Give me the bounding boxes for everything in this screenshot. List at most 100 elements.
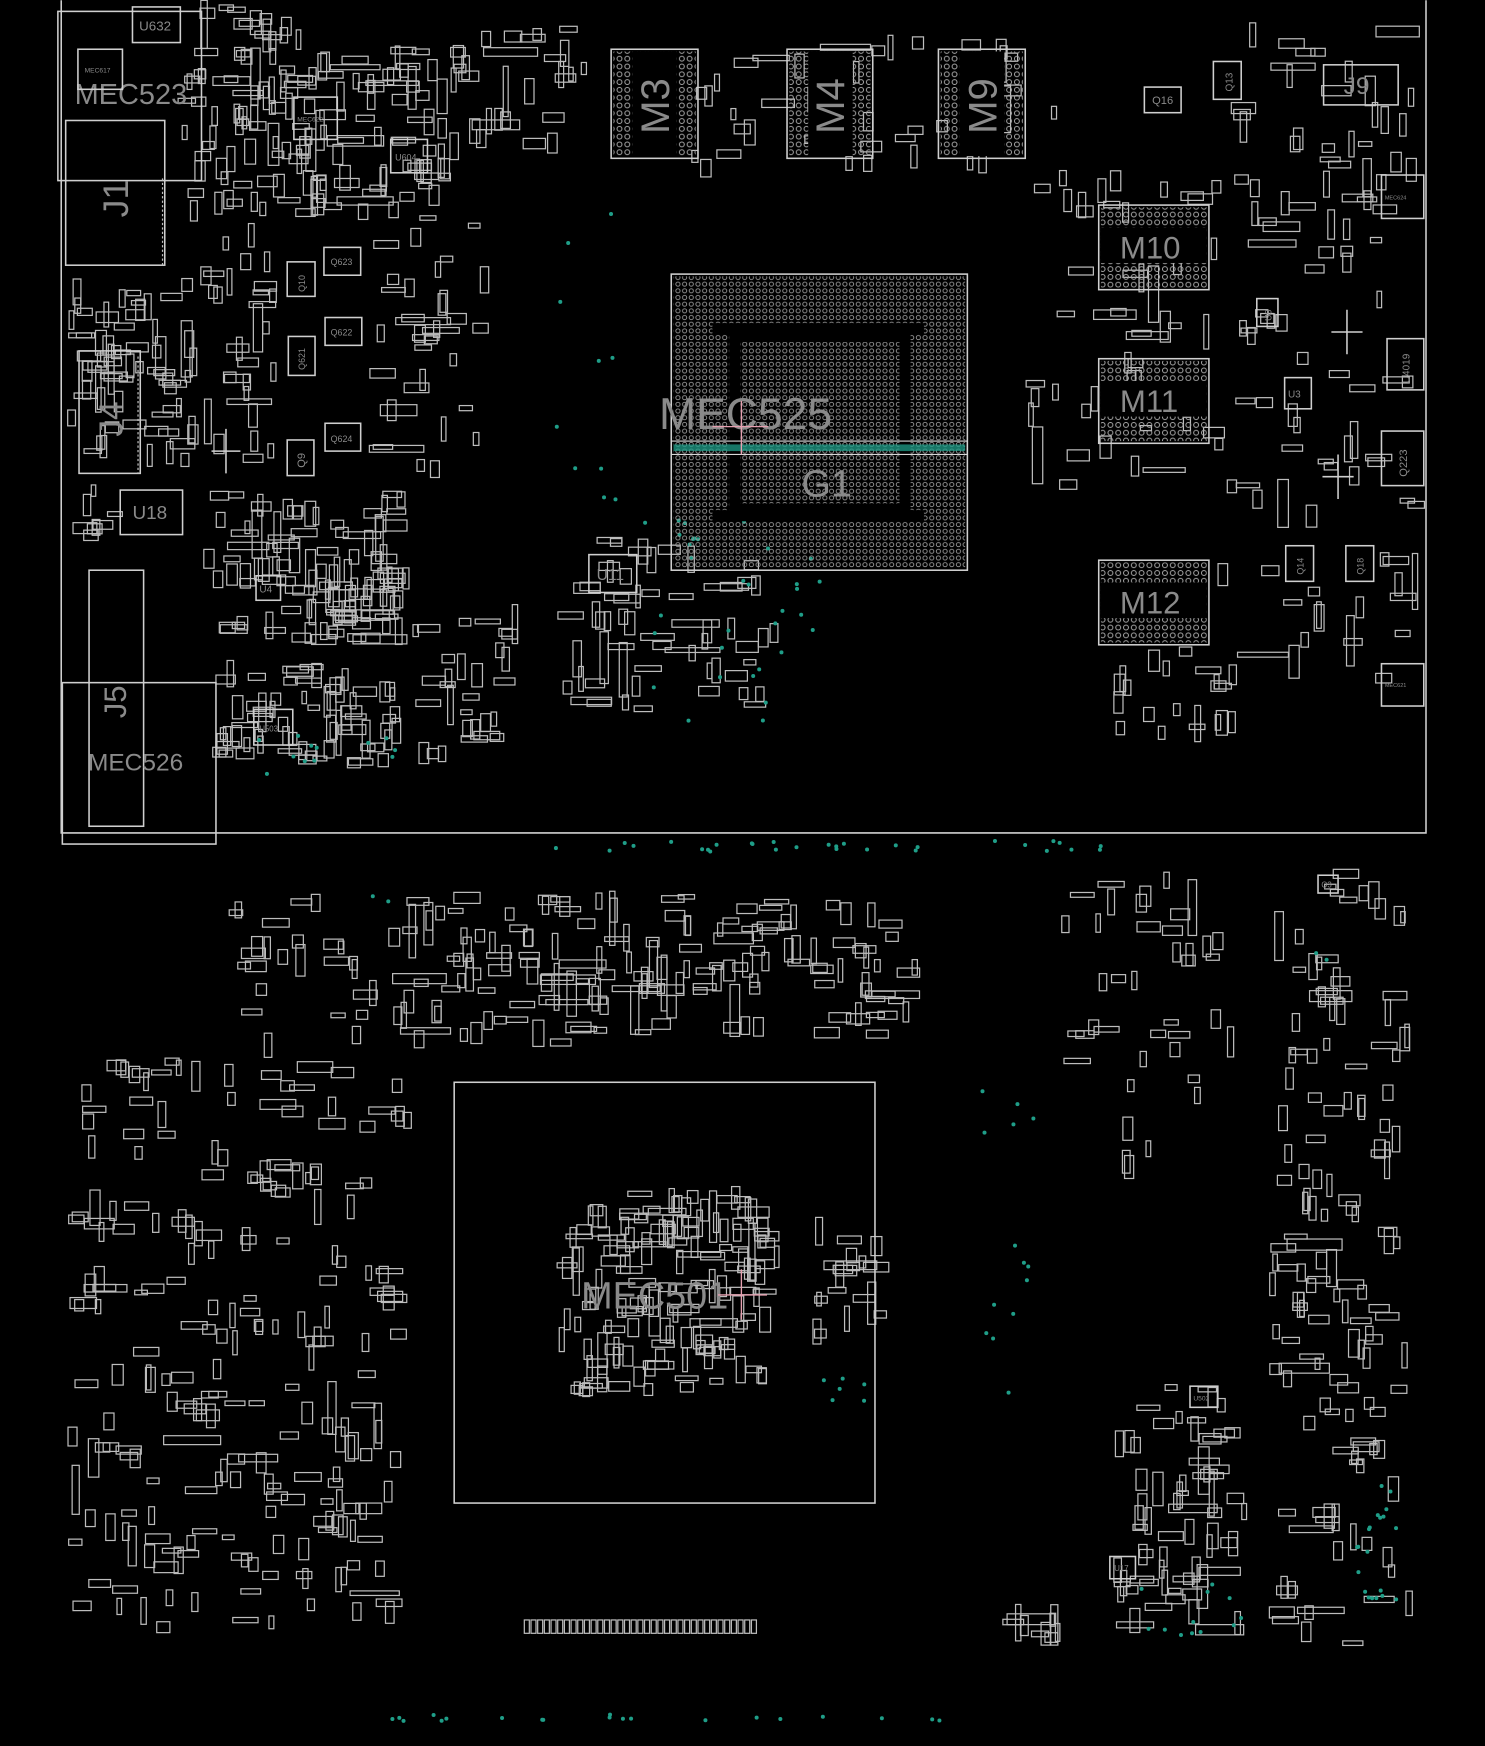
smd-pad (328, 628, 345, 638)
smd-pad (634, 665, 662, 673)
component-mec526[interactable]: MEC526 (61, 681, 217, 845)
smd-pad (449, 353, 458, 367)
component-mec621[interactable]: MEC621 (1380, 662, 1425, 707)
component-q621[interactable]: Q621 (287, 335, 316, 377)
smd-pad (1284, 1144, 1293, 1163)
test-point (1026, 1264, 1031, 1269)
smd-pad (1343, 637, 1363, 646)
smd-pad (218, 621, 236, 634)
component-mec523[interactable]: MEC523 (57, 10, 203, 182)
component-u11[interactable]: U11 (588, 553, 638, 594)
component-u632[interactable]: U632 (131, 6, 182, 44)
component-mec617[interactable]: MEC617 (77, 48, 124, 91)
component-q9[interactable]: Q9 (286, 439, 315, 477)
component-m12[interactable]: M12 (1097, 559, 1210, 646)
smd-pad (363, 529, 374, 557)
component-label: J1 (96, 180, 136, 218)
smd-pad (550, 895, 571, 903)
component-m11[interactable]: M11 (1097, 357, 1210, 445)
test-point (810, 627, 815, 632)
component-mec525[interactable]: MEC525 G1 (659, 273, 969, 571)
smd-pad (1202, 1435, 1228, 1443)
smd-pad (383, 1480, 393, 1503)
component-u4019[interactable]: U4019 (1386, 337, 1425, 391)
smd-pad (1182, 1588, 1203, 1601)
smd-pad (186, 73, 193, 91)
component-q18[interactable]: Q18 (1345, 544, 1375, 583)
component-q16[interactable]: Q16 (1143, 86, 1182, 114)
smd-pad (379, 572, 406, 584)
smd-pad (250, 191, 258, 212)
smd-pad (248, 1557, 259, 1572)
smd-pad (732, 1246, 749, 1253)
test-point (1367, 1527, 1372, 1532)
test-point (718, 675, 723, 680)
smd-pad (1303, 1187, 1311, 1212)
smd-pad (671, 619, 720, 628)
component-mec501[interactable]: MEC501 (453, 1081, 876, 1504)
test-point (607, 848, 612, 853)
smd-pad (682, 1216, 700, 1227)
component-label: Q14 (1296, 558, 1306, 575)
component-u3[interactable]: U3 (1283, 376, 1313, 410)
smd-pad (338, 724, 353, 736)
test-point (554, 424, 559, 429)
component-u17[interactable]: U17 (1109, 1555, 1137, 1580)
connector-pad (623, 1619, 631, 1634)
component-u9[interactable]: U9 (1256, 297, 1279, 328)
smd-pad (716, 149, 742, 159)
smd-pad (1296, 1263, 1306, 1282)
test-point (754, 1715, 759, 1720)
smd-pad (1019, 1614, 1029, 1637)
smd-pad (887, 34, 894, 61)
component-m4[interactable]: M4 (786, 48, 874, 160)
smd-pad (277, 197, 301, 204)
component-u18[interactable]: U18 (119, 489, 184, 536)
component-m9[interactable]: M9 (937, 48, 1027, 160)
smd-pad (724, 670, 749, 682)
smd-pad (1300, 631, 1310, 648)
component-u604[interactable]: U604 (389, 138, 429, 174)
smd-pad (1095, 913, 1102, 933)
test-point (865, 847, 870, 852)
smd-pad (327, 586, 340, 608)
smd-pad (237, 961, 252, 970)
smd-pad (1088, 1019, 1100, 1036)
smd-pad (368, 1106, 396, 1115)
smd-pad (419, 368, 426, 392)
component-j1[interactable]: J1 (64, 119, 166, 266)
component-j4[interactable]: J4 (78, 350, 142, 475)
component-q14[interactable]: Q14 (1284, 544, 1315, 583)
smd-pad (1304, 264, 1325, 274)
component-j5[interactable]: J5 (88, 569, 145, 828)
component-q3[interactable]: Q3 (1317, 874, 1339, 894)
component-mec624[interactable]: MEC624 (1380, 174, 1425, 220)
smd-pad (1025, 379, 1046, 388)
component-u502[interactable]: U502 (1189, 1385, 1219, 1409)
component-label: M12 (1120, 586, 1181, 621)
connector-pad (717, 1619, 724, 1634)
component-label: M10 (1120, 231, 1181, 266)
component-q624[interactable]: Q624 (324, 422, 362, 452)
component-label: M9 (961, 78, 1005, 134)
component-m10[interactable]: M10 (1097, 204, 1210, 291)
component-q10[interactable]: Q10 (286, 261, 316, 298)
smd-pad (212, 76, 251, 87)
test-point (613, 497, 618, 502)
component-q622[interactable]: Q622 (324, 316, 363, 347)
test-point (757, 667, 762, 672)
component-j9[interactable]: J9 (1322, 64, 1399, 106)
component-u4[interactable]: U4 (255, 574, 282, 602)
smd-pad (357, 81, 385, 93)
component-q223[interactable]: Q223 (1380, 430, 1425, 487)
component-q13[interactable]: Q13 (1212, 60, 1242, 101)
smd-pad (194, 160, 206, 182)
component-u503[interactable]: U503 (253, 708, 294, 746)
component-m3[interactable]: M3 (610, 48, 699, 160)
smd-pad (181, 124, 188, 141)
smd-pad (125, 309, 146, 321)
smd-pad (418, 741, 430, 765)
component-q623[interactable]: Q623 (323, 246, 362, 276)
component-mec622[interactable]: MEC622 (293, 96, 339, 141)
